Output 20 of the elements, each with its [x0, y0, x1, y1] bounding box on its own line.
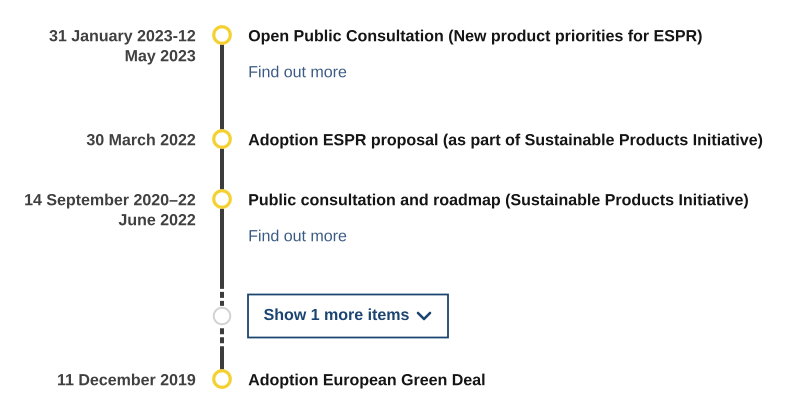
date-text: 14 September 2020–22 June 2022: [25, 194, 196, 226]
date-text: 30 March 2022: [86, 134, 196, 146]
timeline-line: [220, 148, 224, 190]
timeline-marker: [212, 306, 232, 326]
event-title: Adoption ESPR proposal (as part of Sustainable Products Initiative): [248, 134, 762, 149]
find-out-more-link: Find out more: [250, 66, 346, 78]
timeline-line: [220, 208, 224, 307]
date-text: 31 January 2023-12 May 2023: [49, 30, 196, 65]
timeline-line: [220, 44, 224, 130]
timeline-marker: [212, 369, 232, 389]
timeline-line: [220, 325, 224, 370]
timeline-marker: [212, 25, 232, 45]
show-more-button: Show 1 more items: [247, 294, 449, 338]
event-title: Public consultation and roadmap (Sustainable Products Initiative): [249, 194, 748, 209]
timeline-marker: [212, 129, 232, 149]
date-text: 11 December 2019: [58, 374, 196, 386]
find-out-more-link: Find out more: [250, 230, 346, 242]
event-title: Adoption European Green Deal: [248, 374, 484, 389]
timeline-marker: [212, 189, 232, 209]
event-title: Open Public Consultation (New product priorities for ESPR): [248, 30, 702, 45]
